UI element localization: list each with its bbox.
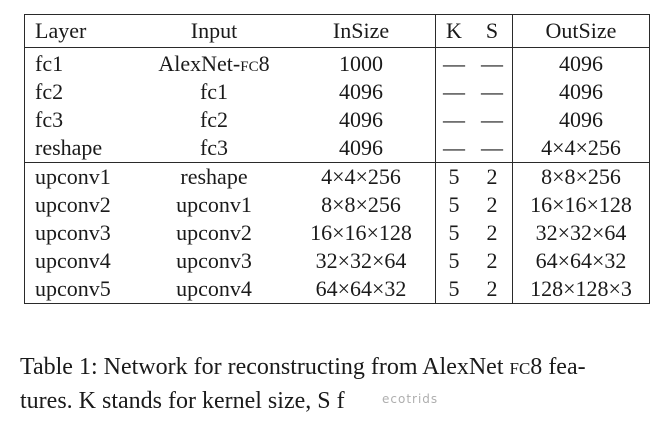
watermark-text: ecotrids: [382, 392, 439, 406]
table-header-row: Layer Input InSize K S OutSize: [24, 14, 650, 48]
cell-k: —: [443, 79, 465, 104]
network-table: Layer Input InSize K S OutSize fc1 AlexNe…: [24, 14, 650, 304]
fc8-smallcaps: fc8: [240, 51, 270, 76]
cell-layer: upconv2: [24, 191, 141, 219]
cell-input: reshape: [141, 162, 287, 191]
cell-insize: 4096: [287, 78, 436, 106]
cell-insize: 8×8×256: [287, 191, 436, 219]
cell-s: —: [472, 78, 513, 106]
header-insize: InSize: [287, 14, 436, 48]
header-outsize: OutSize: [512, 14, 650, 48]
cell-k: 5: [435, 162, 472, 191]
cell-input: fc2: [199, 107, 229, 132]
cell-layer: upconv3: [24, 219, 141, 247]
cell-outsize: 128×128×3: [512, 275, 650, 304]
cell-s: —: [472, 47, 513, 78]
cell-outsize: 64×64×32: [512, 247, 650, 275]
cell-outsize: 32×32×64: [512, 219, 650, 247]
cell-k: 5: [448, 248, 460, 273]
cell-layer: upconv1: [24, 162, 141, 191]
caption-line-2: tures. K stands for kernel size, S f: [20, 388, 345, 414]
cell-input: upconv3: [176, 248, 252, 273]
cell-input: upconv4: [141, 275, 287, 304]
header-layer: Layer: [24, 14, 141, 48]
header-input: Input: [141, 14, 287, 48]
cell-outsize: 8×8×256: [512, 162, 650, 191]
cell-input: upconv1: [176, 192, 252, 217]
cell-insize: 64×64×32: [287, 275, 436, 304]
header-s: S: [472, 14, 513, 48]
cell-s: 2: [472, 219, 513, 247]
cell-outsize: 4096: [512, 106, 650, 134]
cell-insize: 16×16×128: [287, 219, 436, 247]
cell-layer: upconv5: [24, 275, 141, 304]
cell-layer: fc1: [24, 47, 141, 78]
cell-layer: fc2: [24, 78, 141, 106]
cell-k: —: [443, 135, 465, 160]
caption-line-1: Table 1: Network for reconstructing from…: [20, 354, 586, 380]
cell-insize: 4096: [287, 106, 436, 134]
cell-insize: 32×32×64: [287, 247, 436, 275]
cell-s: —: [472, 106, 513, 134]
cell-outsize: 4096: [512, 47, 650, 78]
cell-outsize: 16×16×128: [512, 191, 650, 219]
cell-k: —: [443, 107, 465, 132]
fc8-smallcaps: fc8: [509, 354, 543, 380]
header-k: K: [435, 14, 472, 48]
cell-outsize: 4×4×256: [512, 134, 650, 163]
cell-layer: fc3: [24, 106, 141, 134]
cell-k: 5: [448, 220, 460, 245]
cell-k: 5: [448, 192, 460, 217]
cell-insize: 1000: [287, 47, 436, 78]
cell-s: 2: [472, 162, 513, 191]
cell-input: AlexNet-fc8: [158, 51, 270, 76]
cell-s: —: [472, 134, 513, 163]
cell-k: —: [443, 51, 465, 76]
cell-layer: reshape: [24, 134, 141, 163]
table-caption: Table 1: Network for reconstructing from…: [20, 350, 642, 418]
cell-s: 2: [472, 191, 513, 219]
cell-outsize: 4096: [512, 78, 650, 106]
network-table-container: Layer Input InSize K S OutSize fc1 AlexNe…: [24, 14, 650, 304]
cell-s: 2: [472, 247, 513, 275]
cell-s: 2: [472, 275, 513, 304]
cell-input: fc1: [199, 79, 229, 104]
cell-input: upconv2: [176, 220, 252, 245]
cell-layer: upconv4: [24, 247, 141, 275]
cell-k: 5: [435, 275, 472, 304]
cell-insize: 4096: [287, 134, 436, 163]
cell-input: fc3: [199, 135, 229, 160]
cell-insize: 4×4×256: [287, 162, 436, 191]
